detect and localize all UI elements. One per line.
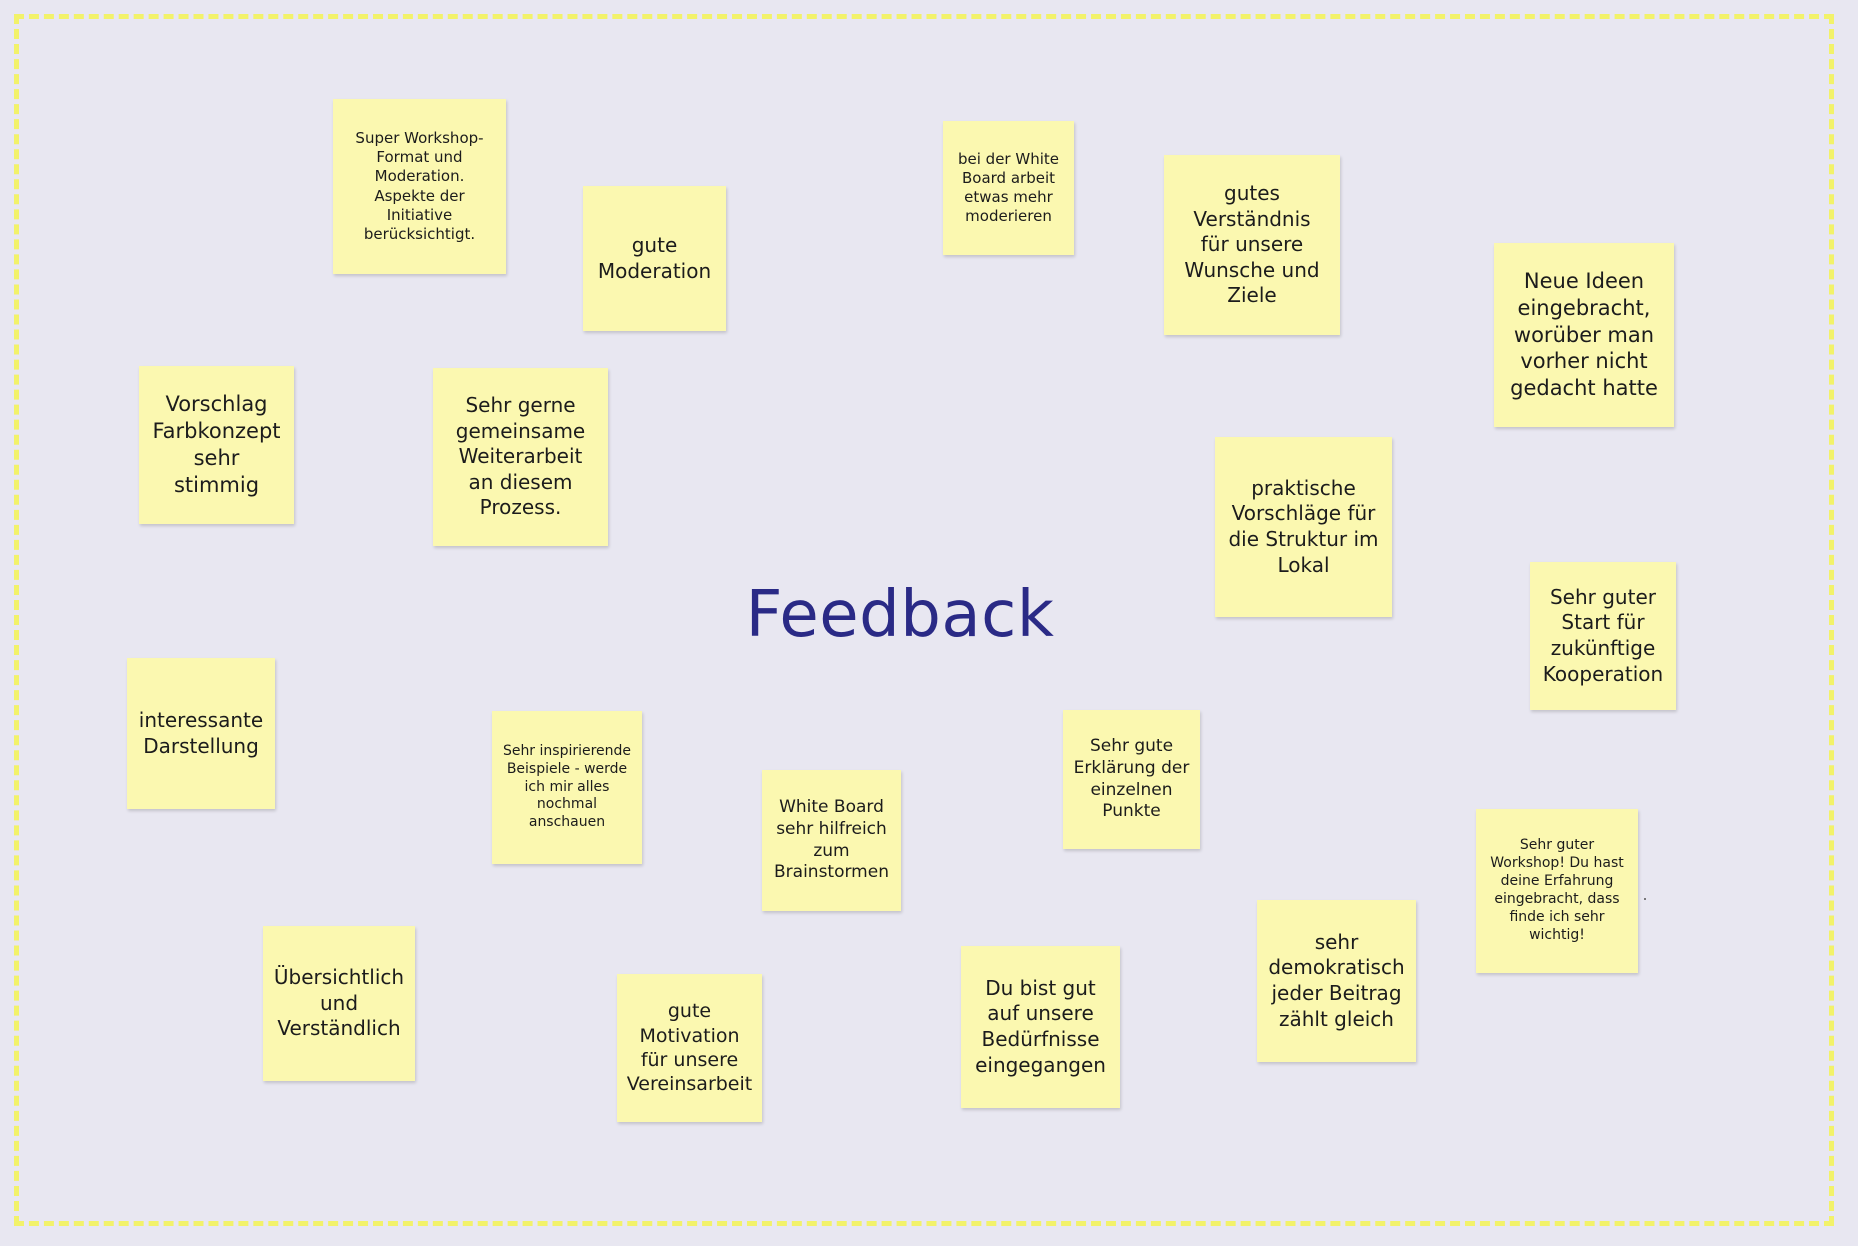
sticky-note-white-board-moderieren[interactable]: bei der White Board arbeit etwas mehr mo… <box>943 121 1074 255</box>
sticky-note-vorschlag-farbkonzept[interactable]: Vorschlag Farbkonzept sehr stimmig <box>139 366 294 524</box>
sticky-note-super-workshop[interactable]: Super Workshop- Format und Moderation. A… <box>333 99 506 274</box>
sticky-note-beduerfnisse[interactable]: Du bist gut auf unsere Bedürfnisse einge… <box>961 946 1120 1108</box>
sticky-note-text: Vorschlag Farbkonzept sehr stimmig <box>152 392 281 497</box>
sticky-note-text: Sehr guter Start für zukünftige Kooperat… <box>1542 584 1664 686</box>
sticky-note-inspirierende-beispiele[interactable]: Sehr inspirierende Beispiele - werde ich… <box>492 711 642 864</box>
sticky-note-text: Neue Ideen eingebracht, worüber man vorh… <box>1510 268 1658 401</box>
sticky-note-praktische-vorschlaege[interactable]: praktische Vorschläge für die Struktur i… <box>1215 437 1392 617</box>
sticky-note-text: praktische Vorschläge für die Struktur i… <box>1228 475 1379 577</box>
sticky-note-sehr-gute-erklaerung[interactable]: Sehr gute Erklärung der einzelnen Punkte <box>1063 710 1200 849</box>
sticky-note-text: interessante Darstellung <box>138 707 264 758</box>
sticky-note-text: Sehr gute Erklärung der einzelnen Punkte <box>1073 736 1190 822</box>
sticky-note-demokratisch[interactable]: sehr demokratisch jeder Beitrag zählt gl… <box>1257 900 1416 1062</box>
sticky-note-gutes-verstaendnis[interactable]: gutes Verständnis für unsere Wunsche und… <box>1164 155 1340 335</box>
sticky-note-gute-moderation[interactable]: gute Moderation <box>583 186 726 331</box>
sticky-note-text: gute Motivation für unsere Vereinsarbeit <box>626 1000 753 1096</box>
sticky-note-text: gute Moderation <box>597 232 712 283</box>
board-frame <box>14 14 1834 1226</box>
sticky-note-sehr-guter-start[interactable]: Sehr guter Start für zukünftige Kooperat… <box>1530 562 1676 710</box>
sticky-note-text: Sehr gerne gemeinsame Weiterarbeit an di… <box>455 393 586 520</box>
sticky-note-white-board-hilfreich[interactable]: White Board sehr hilfreich zum Brainstor… <box>762 770 901 911</box>
sticky-note-text: Super Workshop- Format und Moderation. A… <box>355 128 484 243</box>
sticky-note-text: Sehr guter Workshop! Du hast deine Erfah… <box>1490 837 1624 943</box>
sticky-note-sehr-gerne[interactable]: Sehr gerne gemeinsame Weiterarbeit an di… <box>433 368 608 546</box>
sticky-note-text: White Board sehr hilfreich zum Brainstor… <box>774 797 889 883</box>
sticky-note-uebersichtlich[interactable]: Übersichtlich und Verständlich <box>263 926 415 1081</box>
sticky-note-text: bei der White Board arbeit etwas mehr mo… <box>958 149 1059 226</box>
sticky-note-text: Du bist gut auf unsere Bedürfnisse einge… <box>975 975 1106 1077</box>
sticky-note-text: Übersichtlich und Verständlich <box>273 965 405 1041</box>
sticky-note-neue-ideen[interactable]: Neue Ideen eingebracht, worüber man vorh… <box>1494 243 1674 427</box>
sticky-note-text: gutes Verständnis für unsere Wunsche und… <box>1184 181 1320 308</box>
stray-dot <box>1644 898 1646 900</box>
sticky-note-gute-motivation[interactable]: gute Motivation für unsere Vereinsarbeit <box>617 974 762 1122</box>
board-title[interactable]: Feedback <box>745 578 1055 652</box>
sticky-note-text: Sehr inspirierende Beispiele - werde ich… <box>502 742 632 831</box>
sticky-note-sehr-guter-workshop[interactable]: Sehr guter Workshop! Du hast deine Erfah… <box>1476 809 1638 973</box>
sticky-note-interessante-darstellung[interactable]: interessante Darstellung <box>127 658 275 809</box>
sticky-note-text: sehr demokratisch jeder Beitrag zählt gl… <box>1268 929 1405 1031</box>
